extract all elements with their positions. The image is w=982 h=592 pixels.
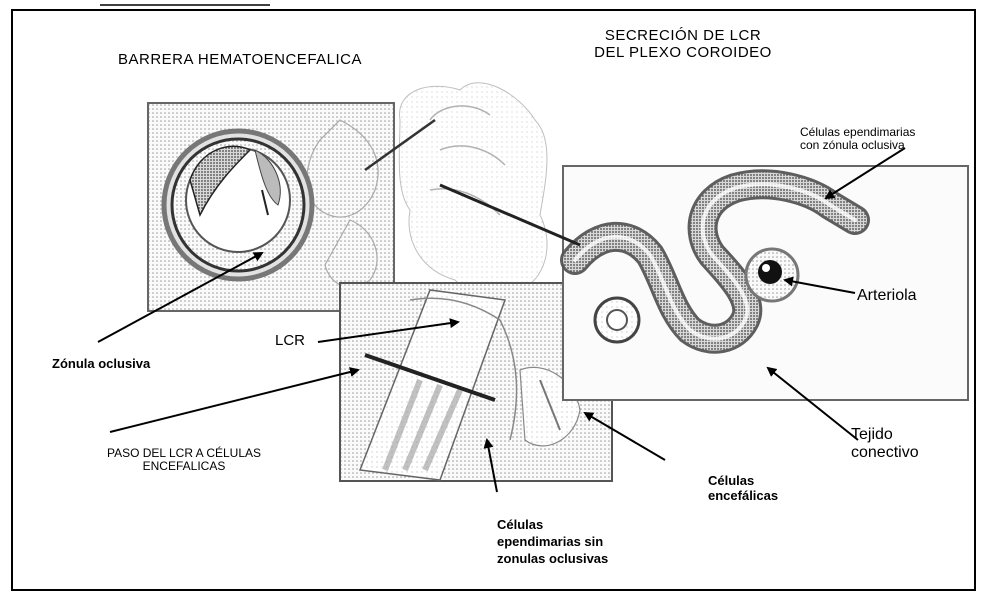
arrow-paso-lcr (110, 370, 358, 432)
label-zonula-oclusiva: Zónula oclusiva (52, 357, 150, 372)
brain-silhouette (399, 83, 547, 295)
title-csf-secretion-line1: SECRECIÓN DE LCR (558, 28, 808, 45)
label-celulas-encefalicas: Células encefálicas (708, 474, 778, 503)
label-ependymal-with-zonula-line2: con zónula oclusiva (800, 139, 915, 152)
label-arteriola: Arteriola (857, 287, 917, 305)
label-paso-lcr-line1: PASO DEL LCR A CÉLULAS (44, 447, 324, 460)
label-tejido-conectivo: Tejido conectivo (851, 426, 919, 462)
label-lcr: LCR (275, 333, 305, 350)
label-tejido-line2: conectivo (851, 444, 919, 462)
panel-blood-brain-barrier (148, 103, 394, 311)
label-paso-lcr-line2: ENCEFALICAS (44, 460, 324, 473)
label-encefalicas-line2: encefálicas (708, 489, 778, 504)
label-encefalicas-line1: Células (708, 474, 778, 489)
title-csf-secretion: SECRECIÓN DE LCR DEL PLEXO COROIDEO (558, 28, 808, 62)
label-ependymal-with-zonula-line1: Células ependimarias (800, 126, 915, 139)
title-blood-brain-barrier: BARRERA HEMATOENCEFALICA (118, 52, 362, 69)
label-ependymal-without-zonula: Células ependimarias sin zonulas oclusiv… (497, 517, 608, 568)
label-tejido-line1: Tejido (851, 426, 919, 444)
label-ependymal-without-line2: ependimarias sin (497, 534, 608, 551)
label-ependymal-with-zonula: Células ependimarias con zónula oclusiva (800, 126, 915, 153)
label-paso-lcr: PASO DEL LCR A CÉLULAS ENCEFALICAS (44, 447, 324, 474)
label-ependymal-without-line1: Células (497, 517, 608, 534)
title-csf-secretion-line2: DEL PLEXO COROIDEO (558, 45, 808, 62)
label-ependymal-without-line3: zonulas oclusivas (497, 551, 608, 568)
panel-choroid-plexus (563, 166, 968, 400)
